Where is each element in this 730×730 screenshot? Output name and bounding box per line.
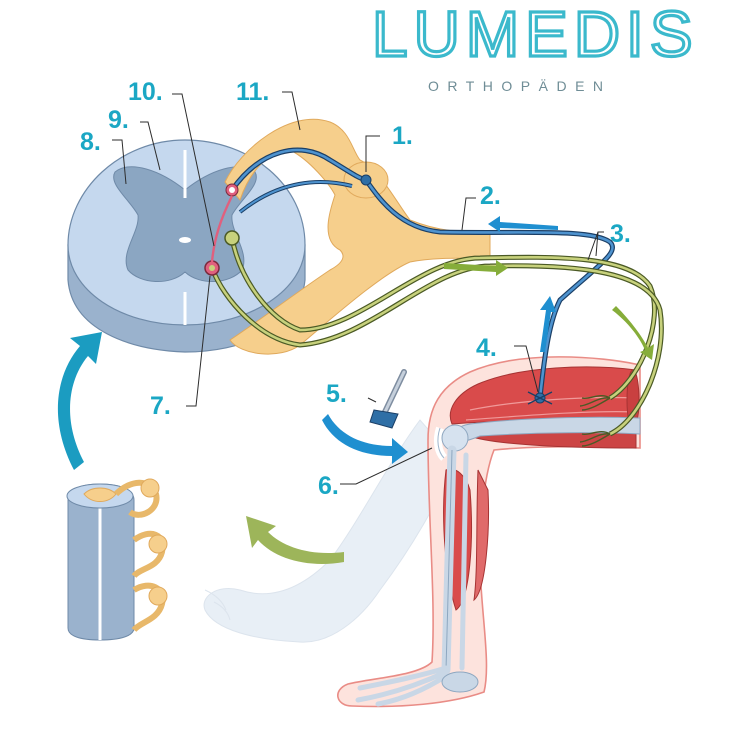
afferent-arrow: [488, 216, 558, 232]
sensory-neuron: [225, 147, 615, 404]
brand-tagline: ORTHOPÄDEN: [428, 78, 612, 94]
label-5: 5.: [326, 380, 347, 408]
label-9: 9.: [108, 106, 129, 134]
muscle-spindle: [527, 391, 553, 405]
brand-name: LUMEDIS: [372, 0, 699, 70]
brand-logo: LUMEDIS ORTHOPÄDEN: [370, 0, 699, 94]
reflex-hammer: [369, 369, 407, 429]
spinal-cord-segment: [66, 478, 168, 641]
label-2: 2.: [480, 182, 501, 210]
signal-arrows: [444, 216, 654, 360]
label-10: 10.: [128, 78, 163, 106]
leader-lines: [112, 91, 604, 485]
label-6: 6.: [318, 472, 339, 500]
label-3: 3.: [610, 220, 631, 248]
efferent-arrow-down: [612, 306, 654, 360]
label-7: 7.: [150, 392, 171, 420]
efferent-arrow: [444, 260, 508, 276]
number-labels: 1. 2. 3. 4. 5. 6. 7. 8. 9. 10. 11.: [80, 78, 631, 500]
zoom-arrow: [57, 332, 102, 470]
interneuron: [210, 195, 234, 263]
label-1: 1.: [392, 122, 413, 150]
extended-leg-ghost: [203, 419, 456, 643]
label-11: 11.: [236, 78, 269, 106]
label-4: 4.: [476, 334, 497, 362]
leg-extension-arrow: [246, 516, 344, 564]
hammer-swing-arrow: [322, 414, 408, 464]
gray-matter: [113, 166, 257, 283]
label-8: 8.: [80, 128, 101, 156]
afferent-arrow-up: [540, 296, 556, 352]
bent-leg: [337, 356, 641, 708]
